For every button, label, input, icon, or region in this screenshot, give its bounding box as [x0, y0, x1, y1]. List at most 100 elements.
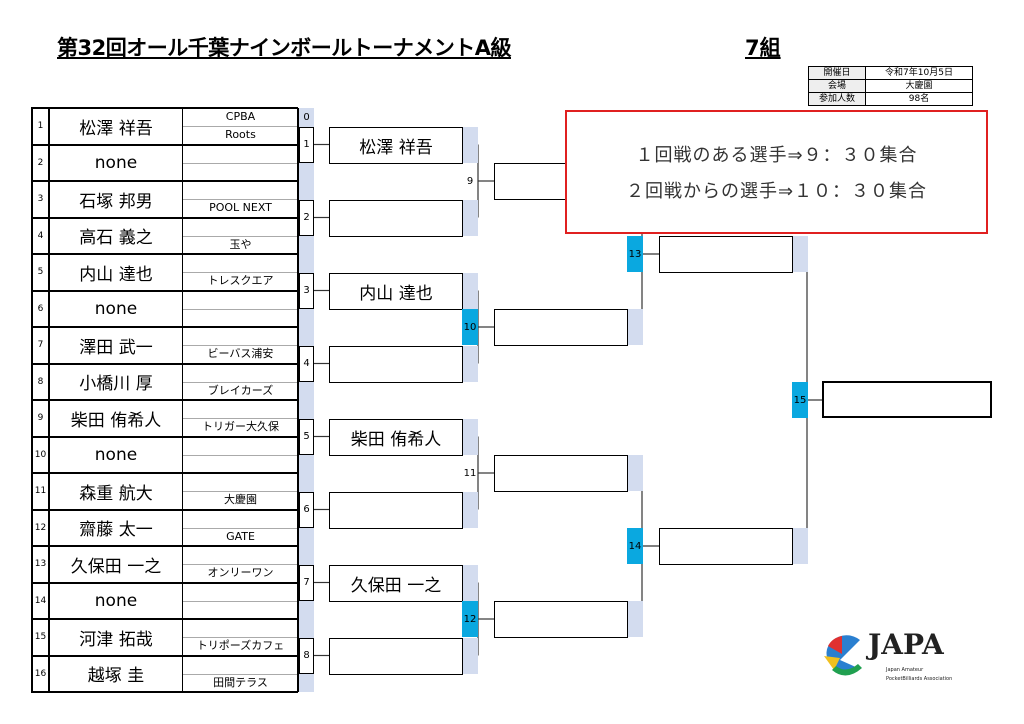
result-strip	[462, 491, 478, 528]
team-name: Roots	[225, 128, 256, 142]
result-strip	[462, 345, 478, 382]
player-name: 石塚 邦男	[48, 181, 183, 218]
team-name	[183, 309, 298, 327]
team-name	[183, 546, 298, 564]
team-name: POOL NEXT	[209, 201, 272, 215]
match-number: 8	[299, 637, 314, 674]
team-name	[183, 400, 298, 418]
row-divider	[31, 618, 298, 620]
team-name: 大慶園	[224, 493, 257, 507]
team-name	[183, 218, 298, 236]
team-name: トリガー大久保	[202, 420, 279, 434]
row-divider	[31, 581, 298, 584]
row-divider	[31, 253, 298, 255]
team-name	[183, 291, 298, 309]
team-divider	[183, 272, 298, 274]
round1-winner-box: 久保田 一之	[329, 564, 463, 602]
team-divider	[183, 308, 298, 310]
team-name: GATE	[226, 529, 255, 543]
team-name	[183, 656, 298, 674]
match-number: 3	[299, 272, 314, 309]
row-divider	[31, 508, 298, 511]
row-divider	[31, 472, 298, 474]
row-divider	[31, 216, 298, 219]
player-name: 内山 達也	[48, 254, 183, 291]
team-divider	[183, 235, 298, 237]
team-name	[183, 601, 298, 619]
row-divider	[31, 180, 298, 182]
result-strip	[627, 455, 643, 491]
player-name: 森重 航大	[48, 473, 183, 510]
player-name: 小橋川 厚	[48, 363, 183, 400]
row-divider	[31, 691, 298, 693]
player-seed-number: 16	[31, 655, 48, 692]
info-value: 98名	[865, 92, 973, 106]
player-name: none	[48, 290, 183, 327]
player-name: 松澤 祥吾	[48, 108, 183, 145]
info-label: 参加人数	[808, 92, 866, 106]
row-divider	[31, 289, 298, 292]
round1-winner-box: 松澤 祥吾	[329, 126, 463, 164]
round1-winner-box	[329, 199, 463, 237]
team-divider	[183, 637, 298, 639]
team-name: 田間テラス	[213, 675, 268, 689]
player-name: 河津 拓哉	[48, 619, 183, 656]
notice-line: ２回戦からの選手⇒１０：３０集合	[625, 181, 928, 202]
player-seed-number: 14	[31, 582, 48, 619]
result-strip	[462, 637, 478, 674]
logo-wordmark: JAPA	[865, 628, 945, 661]
round3-winner-box	[659, 236, 793, 273]
team-name: 玉や	[229, 237, 252, 251]
info-row: 開催日令和7年10月5日	[808, 66, 973, 80]
team-name	[183, 437, 298, 455]
player-seed-number: 15	[31, 619, 48, 656]
seed-strip	[299, 108, 314, 692]
round0-label: 0	[303, 111, 310, 123]
match-number: 15	[792, 382, 808, 418]
player-name: 柴田 侑希人	[48, 400, 183, 437]
team-name: ブレイカーズ	[207, 383, 274, 397]
team-name: ビーバス浦安	[207, 347, 274, 361]
team-name	[183, 181, 298, 199]
result-strip	[792, 528, 808, 564]
japa-logo-icon: JAPA Japan Amateur PocketBilliards Assoc…	[824, 628, 952, 682]
logo-subtitle: Japan Amateur	[885, 667, 924, 673]
player-seed-number: 12	[31, 509, 48, 546]
match-number: 14	[627, 528, 643, 564]
team-name	[183, 473, 298, 491]
champion-box	[822, 381, 992, 418]
assembly-notice: １回戦のある選手⇒９：３０集合 ２回戦からの選手⇒１０：３０集合	[565, 110, 988, 234]
team-name	[183, 163, 298, 181]
notice-line: １回戦のある選手⇒９：３０集合	[635, 145, 918, 166]
match-number: 9	[466, 175, 474, 187]
player-name: 久保田 一之	[48, 546, 183, 583]
row-divider	[31, 654, 298, 657]
result-strip	[462, 564, 478, 601]
match-number: 11	[463, 467, 477, 479]
team-divider	[183, 199, 298, 201]
player-seed-number: 6	[31, 290, 48, 327]
player-seed-number: 1	[31, 108, 48, 145]
player-seed-number: 8	[31, 363, 48, 400]
round1-winner-box: 柴田 侑希人	[329, 418, 463, 456]
team-name	[183, 145, 298, 163]
team-name	[183, 510, 298, 528]
team-name	[183, 619, 298, 637]
logo-subtitle: PocketBilliards Association	[886, 676, 952, 682]
japa-logo: JAPA Japan Amateur PocketBilliards Assoc…	[820, 624, 990, 690]
team-divider	[183, 418, 298, 420]
player-seed-number: 9	[31, 400, 48, 437]
player-seed-number: 7	[31, 327, 48, 364]
match-number: 1	[299, 126, 314, 163]
team-name: トリポーズカフェ	[196, 639, 285, 653]
team-divider	[183, 564, 298, 566]
page-title: 第32回オール千葉ナインボールトーナメントA級	[57, 36, 511, 60]
player-name: none	[48, 144, 183, 181]
team-divider	[183, 600, 298, 602]
player-seed-number: 5	[31, 254, 48, 291]
team-name	[183, 364, 298, 382]
row-divider	[31, 107, 298, 109]
